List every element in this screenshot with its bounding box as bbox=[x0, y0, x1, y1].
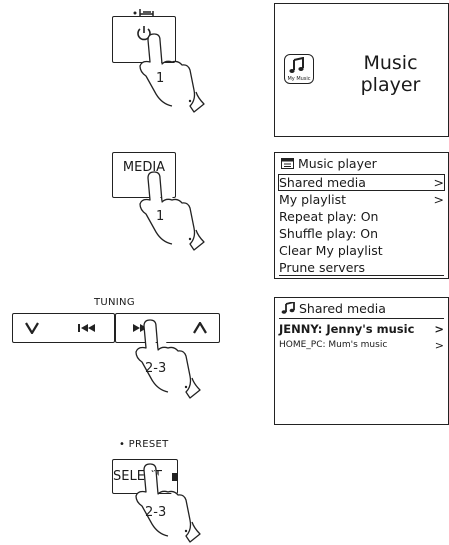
menu-item-prune-servers[interactable]: Prune servers bbox=[279, 260, 444, 276]
screen-music-player-home: My Music Music player bbox=[274, 3, 449, 137]
menu-item-shuffle-play[interactable]: Shuffle play: On bbox=[279, 226, 444, 241]
step-number: 2-3 bbox=[145, 361, 166, 376]
step-number: 1 bbox=[156, 209, 164, 224]
screen-shared-media: Shared media JENNY: Jenny's music > HOME… bbox=[274, 297, 449, 425]
chevron-right-icon: > bbox=[434, 192, 444, 207]
screen-header-title: Music player bbox=[298, 156, 377, 171]
step-number: 2-3 bbox=[145, 505, 166, 520]
menu-item-clear-playlist[interactable]: Clear My playlist bbox=[279, 243, 444, 258]
server-item-home-pc[interactable]: HOME_PC: Mum's music > bbox=[279, 338, 444, 353]
my-music-caption: My Music bbox=[285, 76, 313, 82]
server-item-label: HOME_PC: Mum's music bbox=[279, 340, 387, 350]
menu-item-label: My playlist bbox=[279, 192, 346, 207]
server-item-label: JENNY: Jenny's music bbox=[279, 322, 414, 336]
menu-item-label: Shuffle play: On bbox=[279, 226, 378, 241]
menu-item-label: Clear My playlist bbox=[279, 243, 383, 258]
step-number: 1 bbox=[156, 71, 164, 86]
hand-pointer-icon: 2-3 bbox=[128, 318, 213, 403]
hand-pointer-icon: 1 bbox=[132, 32, 212, 112]
chevron-right-icon: > bbox=[435, 338, 444, 353]
screen-title-line1: Music bbox=[333, 52, 448, 74]
tuning-down-button[interactable] bbox=[12, 313, 115, 343]
music-note-icon bbox=[285, 57, 312, 75]
standby-label bbox=[133, 3, 157, 15]
screen-title: Music player bbox=[333, 52, 448, 96]
header-divider bbox=[279, 318, 444, 319]
preset-label: • PRESET bbox=[119, 439, 169, 450]
chevron-right-icon: > bbox=[434, 175, 444, 190]
server-item-jenny[interactable]: JENNY: Jenny's music > bbox=[279, 322, 444, 337]
tuning-label: TUNING bbox=[94, 297, 135, 308]
menu-item-label: Shared media bbox=[279, 175, 366, 190]
hand-pointer-icon: 1 bbox=[132, 170, 212, 250]
menu-item-shared-media[interactable]: Shared media > bbox=[279, 175, 444, 190]
menu-item-label: Prune servers bbox=[279, 260, 365, 275]
music-note-icon bbox=[281, 302, 295, 314]
my-music-icon: My Music bbox=[284, 54, 314, 84]
screen-header: Music player bbox=[281, 156, 377, 171]
screen-title-line2: player bbox=[333, 74, 448, 96]
screen-header-title: Shared media bbox=[299, 301, 386, 316]
chevron-right-icon: > bbox=[434, 322, 444, 337]
menu-item-repeat-play[interactable]: Repeat play: On bbox=[279, 209, 444, 224]
screen-header: Shared media bbox=[281, 301, 386, 316]
menu-item-label: Repeat play: On bbox=[279, 209, 378, 224]
chevron-down-icon bbox=[25, 322, 39, 334]
hand-pointer-icon: 2-3 bbox=[128, 462, 213, 545]
screen-music-player-menu: Music player Shared media > My playlist … bbox=[274, 152, 449, 279]
menu-item-my-playlist[interactable]: My playlist > bbox=[279, 192, 444, 207]
skip-back-icon bbox=[78, 323, 96, 333]
list-icon bbox=[281, 158, 294, 169]
